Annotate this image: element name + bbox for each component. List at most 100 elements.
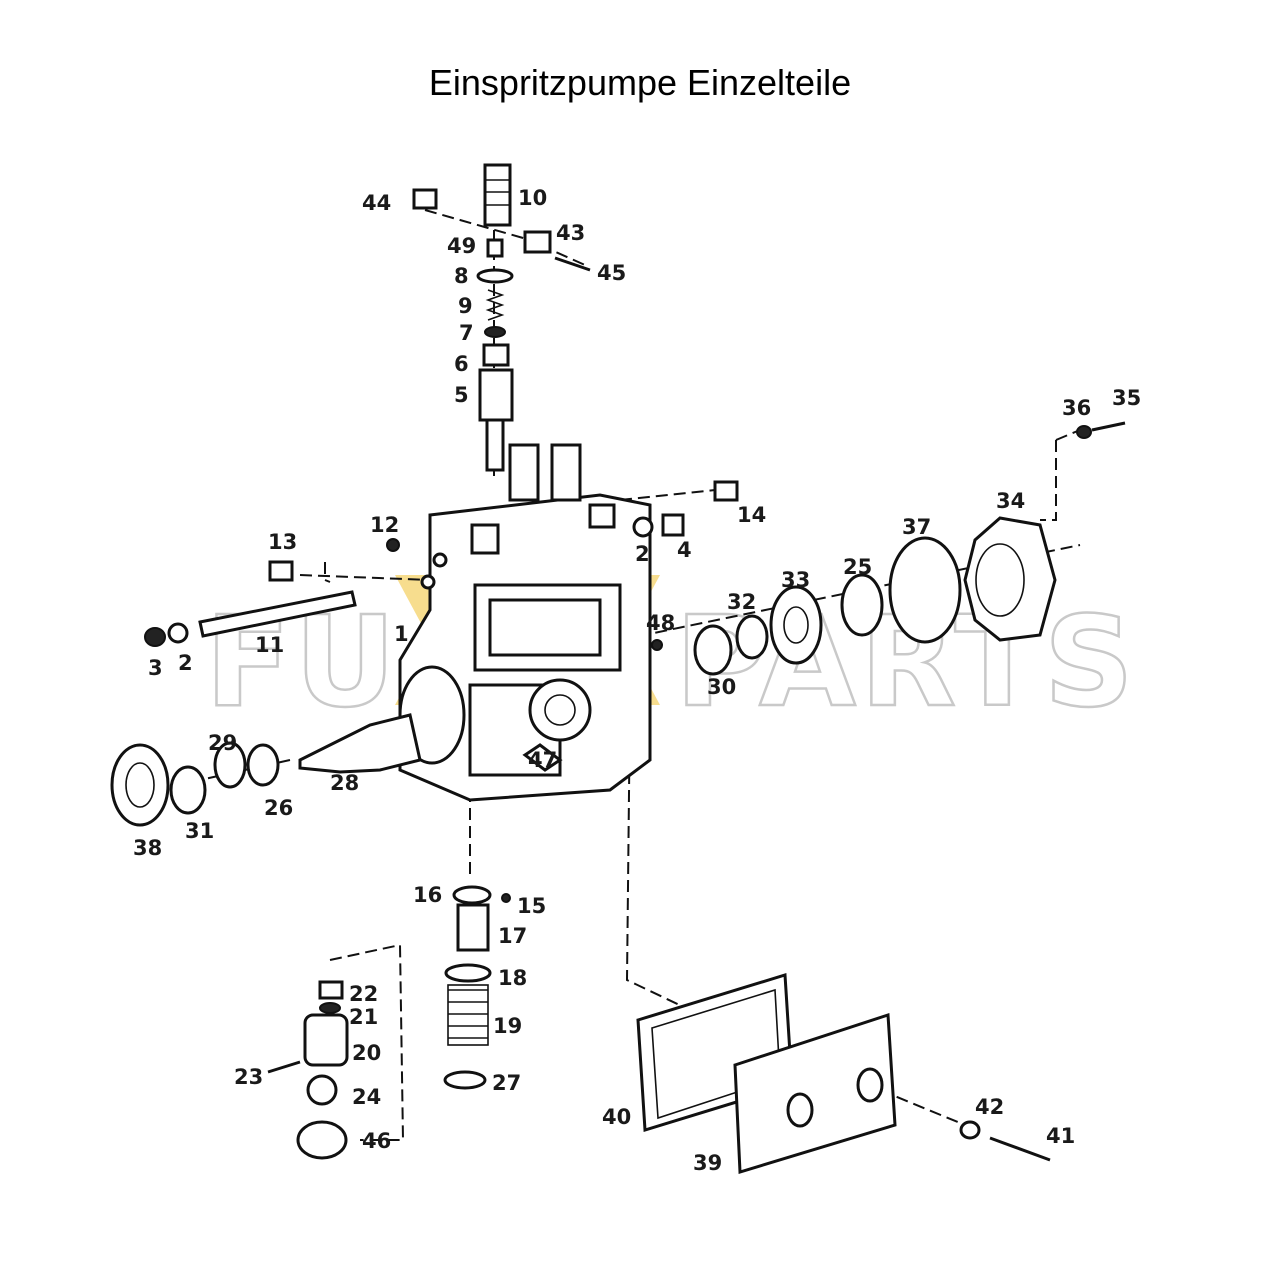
part-30-seal (693, 624, 733, 676)
callout-1: 1 (394, 622, 409, 646)
callout-20: 20 (352, 1041, 381, 1065)
part-9-spring (485, 289, 505, 321)
left-small-parts (144, 538, 400, 647)
callout-29: 29 (208, 731, 237, 755)
callout-49: 49 (447, 234, 476, 258)
part-5-plunger (485, 418, 505, 472)
part-6-valve-holder (482, 343, 510, 367)
callout-5: 5 (454, 383, 469, 407)
callout-labels: 44 10 49 43 8 45 9 7 6 5 36 35 34 14 12 … (133, 186, 1141, 1175)
part-47-clip (522, 743, 563, 772)
outlet-fitting-b (550, 443, 582, 502)
callout-9: 9 (458, 294, 473, 318)
part-41-screw (989, 1136, 1051, 1162)
part-23-pin (267, 1060, 301, 1074)
callout-28: 28 (330, 771, 359, 795)
callout-36: 36 (1062, 396, 1091, 420)
part-14-plug (713, 480, 739, 502)
part-31-shim (169, 765, 207, 815)
part-29-shim (213, 741, 247, 789)
callout-23: 23 (234, 1065, 263, 1089)
callout-16: 16 (413, 883, 442, 907)
callout-10: 10 (518, 186, 547, 210)
callout-7: 7 (459, 321, 474, 345)
callout-21: 21 (349, 1005, 378, 1029)
callout-6: 6 (454, 352, 469, 376)
callout-25: 25 (843, 555, 872, 579)
part-2-washer-right (632, 516, 654, 538)
outlet-fitting-a (508, 443, 540, 502)
callout-2-right: 2 (635, 542, 650, 566)
part-15-ball (501, 893, 511, 903)
right-side-parts (522, 421, 1126, 772)
callout-45: 45 (597, 261, 626, 285)
part-27-spring-seat (443, 1070, 487, 1090)
callout-30: 30 (707, 675, 736, 699)
part-28-camshaft (298, 713, 422, 774)
part-39-cover-plate (733, 1012, 897, 1174)
callout-43: 43 (556, 221, 585, 245)
part-21-nut (319, 1002, 341, 1014)
part-4-screw-plug (661, 513, 685, 537)
callout-24: 24 (352, 1085, 381, 1109)
callout-15: 15 (517, 894, 546, 918)
callout-27: 27 (492, 1071, 521, 1095)
part-10-pressure-fitting (483, 163, 512, 227)
callout-42: 42 (975, 1095, 1004, 1119)
callout-47: 47 (528, 748, 557, 772)
callout-34: 34 (996, 489, 1025, 513)
cover-plate-group (636, 973, 1051, 1174)
part-44-clamp (412, 188, 438, 210)
part-25-shaft-seal (840, 573, 884, 637)
callout-13: 13 (268, 530, 297, 554)
callout-33: 33 (781, 568, 810, 592)
part-13-plug (268, 560, 294, 582)
part-34-bearing-flange (963, 516, 1057, 642)
part-8-seal-ring (476, 268, 514, 284)
part-45-screw (554, 256, 591, 272)
part-37-gasket (888, 536, 962, 644)
callout-37: 37 (902, 515, 931, 539)
callout-48: 48 (646, 611, 675, 635)
part-19-plunger-spring (448, 989, 488, 1039)
callout-2-left: 2 (178, 651, 193, 675)
callout-40: 40 (602, 1105, 631, 1129)
part-12-screw (386, 538, 400, 552)
part-33-ball-bearing (769, 585, 823, 665)
part-38-ball-bearing (110, 743, 170, 827)
callout-26: 26 (264, 796, 293, 820)
callout-14: 14 (737, 503, 766, 527)
callout-39: 39 (693, 1151, 722, 1175)
callout-18: 18 (498, 966, 527, 990)
part-16-adjusting-sleeve (452, 885, 492, 905)
part-32-shim (735, 614, 769, 660)
part-17-control-sleeve (456, 903, 490, 952)
part-20-tappet-body (303, 1013, 349, 1067)
plunger-spring-stack (443, 885, 511, 1090)
roller-tappet-group (267, 980, 349, 1160)
part-46-cap (296, 1120, 348, 1160)
callout-44: 44 (362, 191, 391, 215)
callout-12: 12 (370, 513, 399, 537)
part-43-clamp (523, 230, 552, 254)
part-5-barrel (478, 368, 514, 422)
callout-38: 38 (133, 836, 162, 860)
callout-3: 3 (148, 656, 163, 680)
callout-22: 22 (349, 982, 378, 1006)
callout-41: 41 (1046, 1124, 1075, 1148)
part-36-washer (1076, 425, 1092, 439)
part-26-shim (246, 743, 280, 787)
delivery-valve-stack (412, 163, 591, 472)
part-22-screw (318, 980, 344, 1000)
camshaft-assembly (110, 665, 466, 827)
leader-lines (199, 209, 1081, 1141)
callout-8: 8 (454, 264, 469, 288)
part-3-nut (144, 627, 166, 647)
part-42-washer (959, 1120, 981, 1140)
part-2-washer-left (167, 622, 189, 644)
part-24-roller (306, 1074, 338, 1106)
part-48-pin (651, 639, 663, 651)
callout-35: 35 (1112, 386, 1141, 410)
